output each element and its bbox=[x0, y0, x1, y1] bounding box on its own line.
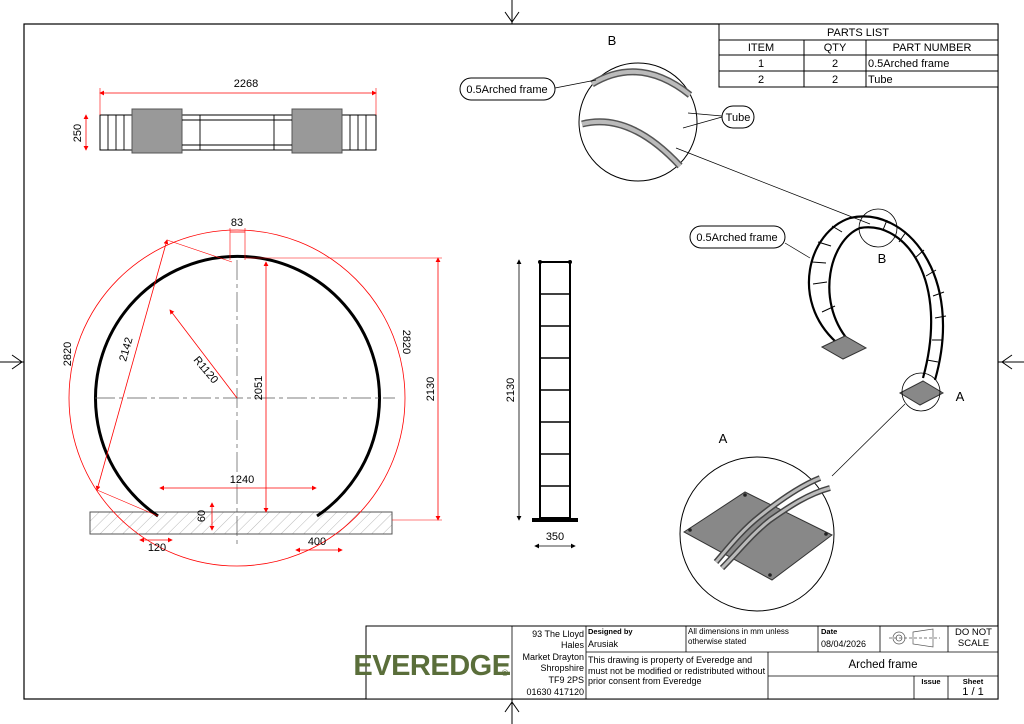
title-block: EVEREDGE ® 93 The Lloyd Hales Market Dra… bbox=[353, 625, 999, 700]
dim-base-width: 400 bbox=[308, 536, 326, 548]
detail-a-marker: A bbox=[956, 389, 965, 404]
dim-side-width: 350 bbox=[546, 531, 564, 543]
callout-arched-frame-iso-box bbox=[689, 225, 786, 249]
callout-tube: Tube bbox=[726, 112, 751, 124]
dim-outer-left: 2820 bbox=[62, 342, 74, 366]
detail-a: A bbox=[679, 431, 835, 612]
callout-arched-frame-top: 0.5Arched frame bbox=[466, 84, 547, 96]
address-line-1: 93 The Lloyd bbox=[532, 629, 584, 639]
parts-header-item: ITEM bbox=[748, 42, 774, 54]
top-view: 2268 250 bbox=[72, 78, 377, 154]
address-line-3: Market Drayton bbox=[522, 652, 584, 662]
dim-chord: 2142 bbox=[117, 336, 135, 363]
dim-top-depth: 250 bbox=[72, 124, 84, 142]
dim-total-height: 2130 bbox=[425, 377, 437, 401]
parts-row-1-item: 1 bbox=[758, 58, 764, 70]
ground-slab bbox=[89, 511, 393, 535]
dimensions-note: All dimensions in mm unless otherwise st… bbox=[688, 627, 789, 646]
sheet-value: 1 / 1 bbox=[962, 686, 983, 698]
detail-b: B 0.5Arched frame Tube bbox=[459, 33, 871, 225]
designed-by-label: Designed by bbox=[588, 627, 633, 636]
callout-arched-frame-iso: 0.5Arched frame bbox=[696, 232, 777, 244]
do-not-scale: DO NOT SCALE bbox=[955, 627, 992, 649]
parts-row-1-part: 0.5Arched frame bbox=[868, 58, 949, 70]
detail-b-marker: B bbox=[878, 251, 887, 266]
callout-tube-box bbox=[721, 105, 755, 129]
dim-top-width: 2268 bbox=[234, 78, 258, 90]
parts-header-qty: QTY bbox=[824, 42, 847, 54]
dim-outer-right: 2820 bbox=[400, 330, 412, 354]
drawing-title: Arched frame bbox=[848, 659, 917, 671]
property-note: This drawing is property of Everedge and… bbox=[588, 655, 766, 686]
iso-view: 0.5Arched frame B A bbox=[689, 208, 965, 477]
issue-label: Issue bbox=[921, 677, 940, 686]
address-line-5: TF9 2PS bbox=[548, 675, 584, 685]
dim-side-height: 2130 bbox=[505, 378, 517, 402]
side-view: 2130 350 bbox=[505, 259, 578, 549]
registered-mark: ® bbox=[502, 668, 509, 678]
parts-row-2-qty: 2 bbox=[832, 74, 838, 86]
dim-top-width-83: 83 bbox=[231, 217, 243, 229]
dim-foot-depth: 60 bbox=[196, 510, 208, 522]
detail-a-title: A bbox=[719, 431, 728, 446]
parts-row-2-part: Tube bbox=[868, 74, 893, 86]
dim-foot-width: 120 bbox=[148, 542, 166, 554]
dim-opening: 1240 bbox=[230, 474, 254, 486]
company-logo: EVEREDGE bbox=[353, 650, 510, 682]
date-label: Date bbox=[821, 627, 837, 636]
parts-row-1-qty: 2 bbox=[832, 58, 838, 70]
address-line-4: Shropshire bbox=[540, 663, 584, 673]
address-line-2: Hales bbox=[561, 640, 585, 650]
callout-arched-frame-top-box bbox=[459, 77, 556, 101]
parts-list-title: PARTS LIST bbox=[827, 27, 889, 39]
parts-header-part: PART NUMBER bbox=[893, 42, 972, 54]
designed-by-value: Arusiak bbox=[588, 639, 619, 649]
detail-b-title: B bbox=[608, 33, 617, 48]
projection-symbol-icon bbox=[889, 628, 940, 648]
parts-row-2-item: 2 bbox=[758, 74, 764, 86]
dim-inner-height: 2051 bbox=[253, 376, 265, 400]
sheet-label: Sheet bbox=[963, 677, 984, 686]
parts-list: PARTS LIST ITEM QTY PART NUMBER 1 2 0.5A… bbox=[718, 23, 999, 88]
address-line-6: 01630 417120 bbox=[526, 687, 584, 697]
date-value: 08/04/2026 bbox=[821, 639, 866, 649]
front-view: R1120 2142 83 2051 2130 2820 2820 1240 6… bbox=[62, 217, 442, 567]
